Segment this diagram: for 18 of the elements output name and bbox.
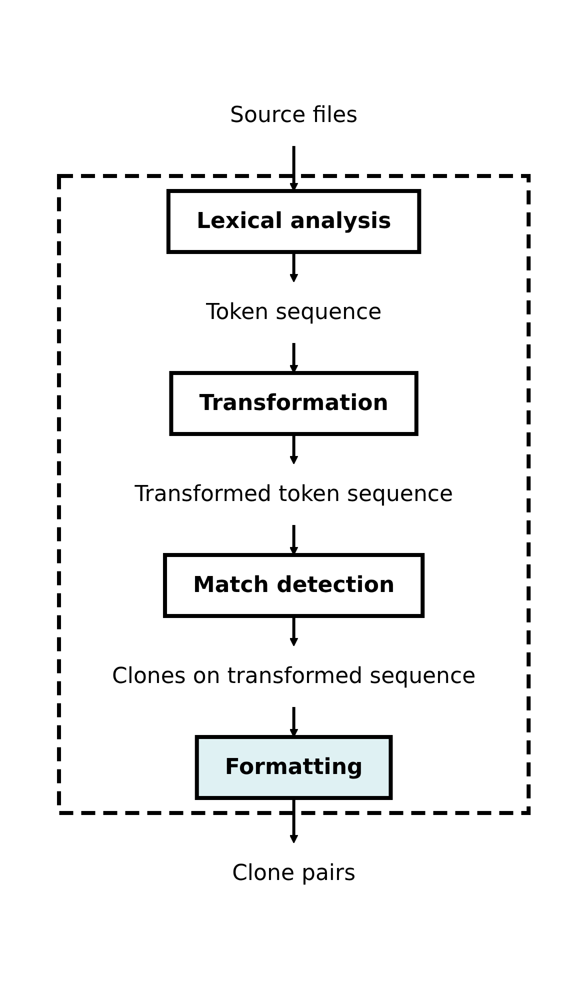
node-text: Clone pairs <box>232 860 356 886</box>
node-box: Match detection <box>162 552 424 618</box>
arrow <box>289 434 298 464</box>
cluster <box>56 174 530 814</box>
node-text: Transformed token sequence <box>134 482 453 506</box>
arrow <box>289 798 298 843</box>
node-text: Token sequence <box>206 300 382 324</box>
arrow <box>289 146 298 191</box>
arrow <box>289 706 298 737</box>
arrow <box>289 252 298 282</box>
arrow <box>289 342 298 373</box>
node-text: Source files <box>230 102 358 128</box>
arrow <box>289 616 298 646</box>
node-box: Lexical analysis <box>166 188 421 254</box>
node-text: Clones on transformed sequence <box>112 664 476 688</box>
node-box: Formatting <box>194 734 392 800</box>
node-box: Transformation <box>168 370 418 436</box>
arrow <box>289 524 298 555</box>
